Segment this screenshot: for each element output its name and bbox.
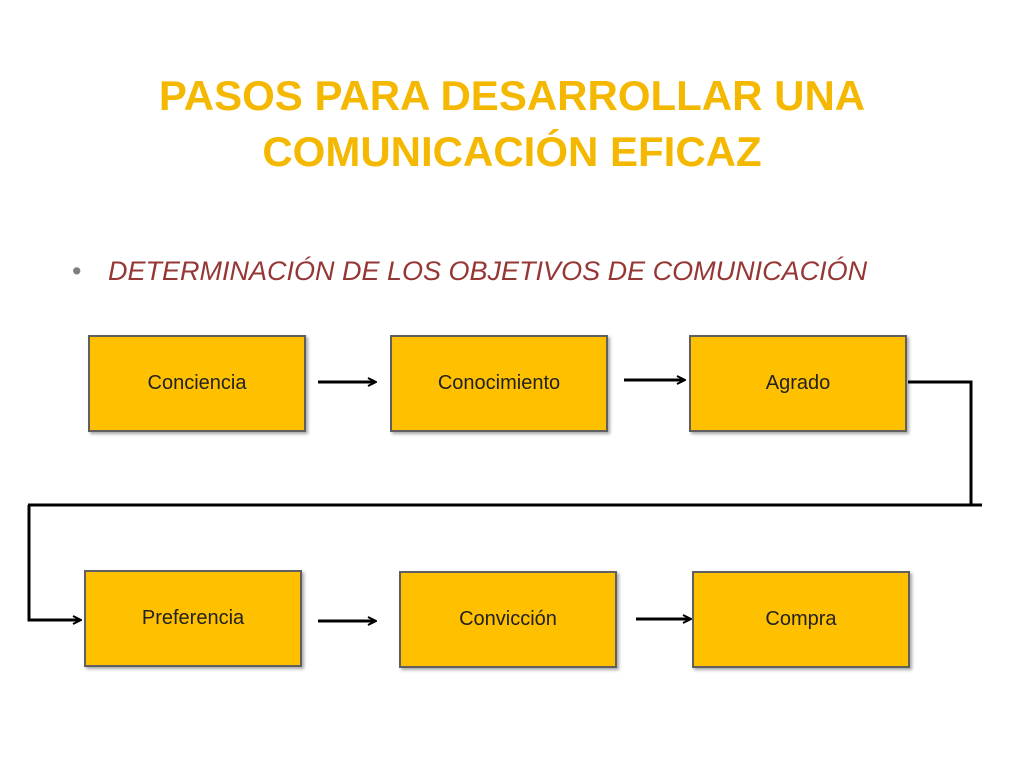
step-box-agrado: Agrado (689, 335, 907, 432)
title-line-2: COMUNICACIÓN EFICAZ (262, 128, 762, 175)
step-label: Compra (765, 608, 837, 630)
bullet-dot-icon: • (72, 256, 82, 286)
step-label: Agrado (765, 372, 831, 394)
step-label: Convicción (459, 608, 557, 630)
step-box-conocimiento: Conocimiento (390, 335, 608, 432)
step-box-conviccion: Convicción (399, 571, 617, 668)
step-box-preferencia: Preferencia (84, 570, 302, 667)
step-box-conciencia: Conciencia (88, 335, 306, 432)
title-line-1: PASOS PARA DESARROLLAR UNA (158, 72, 866, 119)
step-label: Conciencia (147, 372, 247, 394)
arrow-link-to-preferencia (27, 505, 80, 620)
connector-agrado-down (908, 380, 973, 504)
bullet-text: DETERMINACIÓN DE LOS OBJETIVOS DE COMUNI… (108, 256, 868, 286)
step-label: Conocimiento (437, 372, 561, 394)
step-label: Preferencia (141, 607, 245, 629)
step-box-compra: Compra (692, 571, 910, 668)
bullet-item: • DETERMINACIÓN DE LOS OBJETIVOS DE COMUN… (72, 253, 867, 289)
slide-title: PASOS PARA DESARROLLAR UNA COMUNICACIÓN … (0, 68, 1024, 180)
